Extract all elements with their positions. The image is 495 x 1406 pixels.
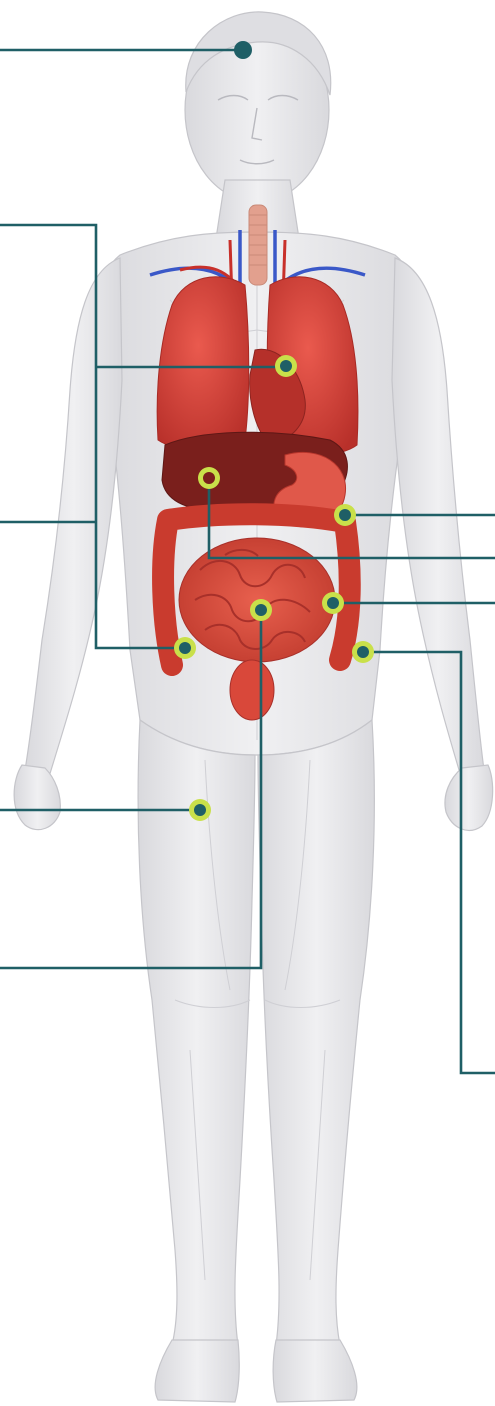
right-hand [445,765,493,830]
right-abdomen-marker[interactable] [322,592,344,614]
left-hip-marker[interactable] [352,641,374,663]
left-flank-marker[interactable] [334,504,356,526]
small-intestine-marker[interactable] [250,599,272,621]
lung-marker[interactable] [275,355,297,377]
left-arm [25,258,122,790]
appendix-marker[interactable] [174,637,196,659]
left-foot [155,1340,239,1402]
head-marker[interactable] [234,41,252,59]
right-leg [258,720,374,1345]
thigh-marker[interactable] [189,799,211,821]
bladder [230,660,274,720]
right-foot [273,1340,357,1402]
right-arm [392,258,484,790]
left-hand [14,765,60,830]
liver-marker[interactable] [198,467,220,489]
